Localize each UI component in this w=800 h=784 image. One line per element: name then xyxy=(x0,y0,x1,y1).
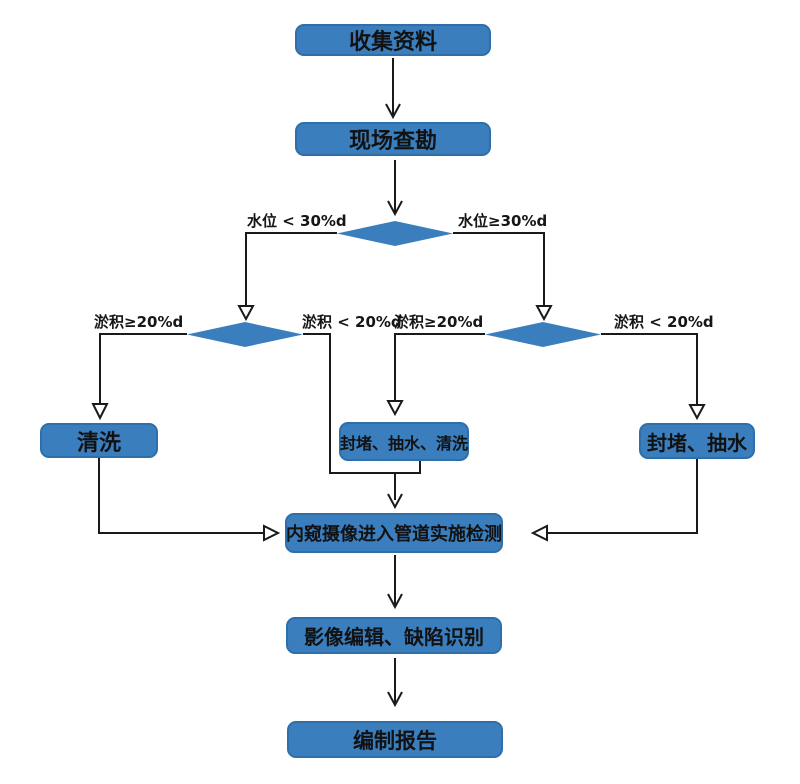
edge-silt-lt-left-bypass xyxy=(303,333,421,474)
node-seal-pump-clean[interactable]: 封堵、抽水、清洗 xyxy=(339,422,469,461)
branch-label-water-lt-30: 水位 < 30%d xyxy=(247,212,347,230)
node-clean[interactable]: 清洗 xyxy=(40,423,158,458)
node-camera-inspection[interactable]: 内窥摄像进入管道实施检测 xyxy=(285,513,503,553)
branch-label-silt-lt-20-right: 淤积 < 20%d xyxy=(614,313,714,331)
node-seal-pump[interactable]: 封堵、抽水 xyxy=(639,423,755,459)
edge-collect-to-survey xyxy=(385,58,401,120)
edge-sealpump-to-inspect xyxy=(530,459,698,542)
node-compile-report[interactable]: 编制报告 xyxy=(287,721,503,758)
branch-label-silt-ge-20-left: 淤积≥20%d xyxy=(94,313,184,331)
edge-edit-to-report xyxy=(387,658,403,708)
edge-clean-to-inspect xyxy=(98,458,281,542)
branch-label-silt-lt-20-left: 淤积 < 20%d xyxy=(302,313,402,331)
branch-label-water-ge-30: 水位≥30%d xyxy=(458,212,548,230)
edge-silt-lt-right-to-sp xyxy=(601,333,706,421)
edge-survey-to-water-decision xyxy=(387,160,403,217)
edge-junction-to-inspect xyxy=(387,473,403,510)
branch-label-silt-ge-20-right: 淤积≥20%d xyxy=(394,313,484,331)
edge-inspect-to-edit xyxy=(387,555,403,610)
edge-silt-ge-right-to-spc xyxy=(386,333,485,417)
edge-water-lt-branch xyxy=(237,232,337,322)
node-image-edit-defect-recognition[interactable]: 影像编辑、缺陷识别 xyxy=(286,617,502,654)
node-collect-data[interactable]: 收集资料 xyxy=(295,24,491,56)
edge-water-ge-branch xyxy=(453,232,553,322)
node-site-survey[interactable]: 现场查勘 xyxy=(295,122,491,156)
edge-silt-ge-left-to-clean xyxy=(91,333,187,421)
